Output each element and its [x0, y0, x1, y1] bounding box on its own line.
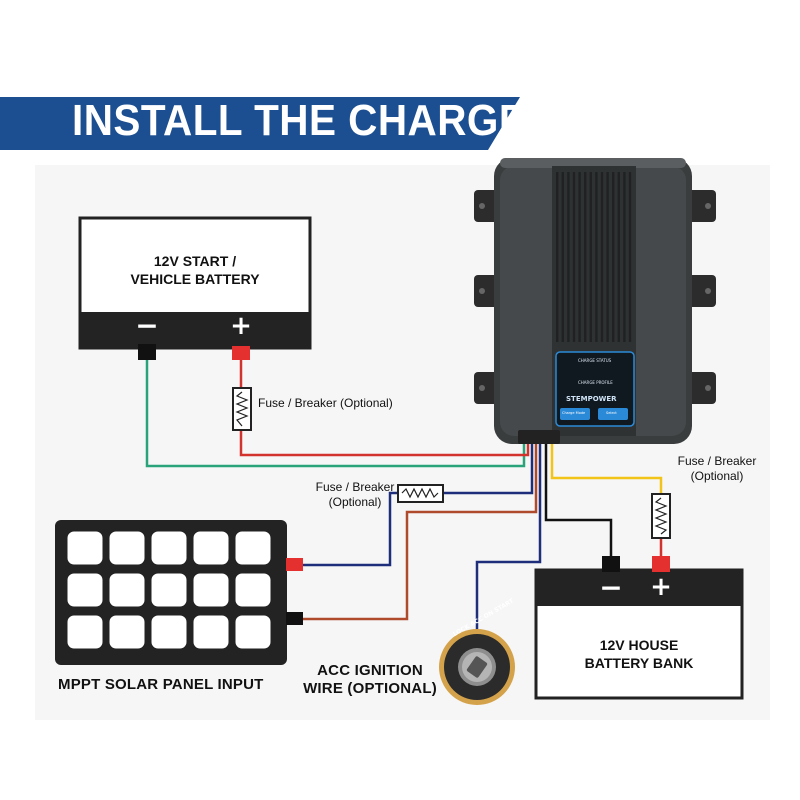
- fuse-start: [232, 387, 252, 431]
- solar-cell: [66, 530, 104, 566]
- charger-fin: [567, 172, 570, 342]
- solar-panel-label: MPPT SOLAR PANEL INPUT: [58, 676, 264, 693]
- ignition-label-line2: WIRE (OPTIONAL): [303, 680, 437, 697]
- banner-title: INSTALL THE CHARGER: [72, 96, 557, 145]
- solar-cell: [66, 614, 104, 650]
- solar-cell: [150, 614, 188, 650]
- solar-cell: [150, 572, 188, 608]
- select-button-label: Select: [606, 411, 617, 415]
- charger-fin: [628, 172, 632, 342]
- charger-display-panel: [555, 351, 635, 427]
- charger-fin: [612, 172, 615, 342]
- charger-fin: [561, 172, 564, 342]
- charger-fin: [572, 172, 576, 342]
- wire-brown: [303, 440, 538, 621]
- solar-cell: [192, 530, 230, 566]
- select-button[interactable]: [598, 408, 628, 420]
- charger-profile-text: CHARGE PROFILE: [578, 380, 613, 385]
- solar-panel: [55, 520, 303, 665]
- start-battery-title-line1: 12V START /: [153, 253, 237, 269]
- charger-fin: [556, 172, 559, 342]
- start-battery-title-line2: VEHICLE BATTERY: [130, 271, 260, 287]
- solar-fuse-label-line2: (Optional): [328, 495, 382, 509]
- solar-cell: [108, 572, 146, 608]
- charger-fin: [606, 172, 609, 342]
- start-battery-title: 12V START / VEHICLE BATTERY: [80, 252, 310, 288]
- charger-fin: [584, 172, 587, 342]
- wire-black: [544, 440, 613, 556]
- house-battery-title: 12V HOUSE BATTERY BANK: [536, 636, 742, 672]
- solar-fuse-label: Fuse / Breaker (Optional): [310, 480, 400, 510]
- charge-mode-button[interactable]: [560, 408, 590, 420]
- wire-navy-solar: [303, 491, 398, 567]
- house-fuse-label-line1: Fuse / Breaker: [677, 454, 757, 468]
- house-battery-positive-symbol: +: [650, 572, 672, 602]
- solar-fuse-label-line1: Fuse / Breaker: [315, 480, 395, 494]
- charger-fin: [600, 172, 604, 342]
- solar-cell: [150, 530, 188, 566]
- wire-navy-ignition: [475, 440, 542, 632]
- house-battery-title-line1: 12V HOUSE: [599, 637, 679, 653]
- start-battery-negative-symbol: −: [135, 309, 159, 342]
- solar-cell: [108, 530, 146, 566]
- solar-cell: [234, 614, 272, 650]
- start-battery: [78, 216, 312, 360]
- wire-red-2: [239, 430, 530, 457]
- charger-fin: [617, 172, 620, 342]
- wire-green: [145, 358, 526, 468]
- fuse-solar: [397, 484, 444, 503]
- solar-cell: [192, 572, 230, 608]
- ignition-label: ACC IGNITION WIRE (OPTIONAL): [300, 662, 440, 698]
- solar-positive-terminal: [286, 558, 303, 571]
- house-fuse-label: Fuse / Breaker (Optional): [672, 454, 762, 484]
- ignition-switch: [439, 629, 515, 705]
- house-battery-negative-symbol: −: [599, 571, 623, 604]
- charger-fin: [589, 172, 592, 342]
- charger-fin: [578, 172, 581, 342]
- house-battery: [534, 556, 744, 700]
- wire-navy-solar-2: [443, 440, 534, 495]
- solar-cell: [234, 572, 272, 608]
- house-fuse-label-line2: (Optional): [690, 469, 744, 483]
- charger-status-text: CHARGE STATUS: [578, 358, 612, 363]
- solar-cell: [66, 572, 104, 608]
- start-fuse-label: Fuse / Breaker (Optional): [258, 396, 393, 410]
- start-battery-positive-symbol: +: [230, 311, 252, 341]
- house-battery-title-line2: BATTERY BANK: [584, 655, 694, 671]
- wire-yellow: [550, 440, 663, 494]
- charger-unit: [474, 158, 716, 444]
- solar-cell: [234, 530, 272, 566]
- charger-fin: [623, 172, 626, 342]
- title-banner: [0, 97, 520, 150]
- charge-mode-button-label: Charge Mode: [562, 411, 586, 415]
- charger-brand: STEMPOWER: [566, 395, 617, 403]
- solar-negative-terminal: [286, 612, 303, 625]
- fuse-house: [651, 493, 671, 539]
- ignition-label-line1: ACC IGNITION: [317, 662, 423, 679]
- solar-cell: [192, 614, 230, 650]
- charger-fin: [595, 172, 598, 342]
- solar-cell: [108, 614, 146, 650]
